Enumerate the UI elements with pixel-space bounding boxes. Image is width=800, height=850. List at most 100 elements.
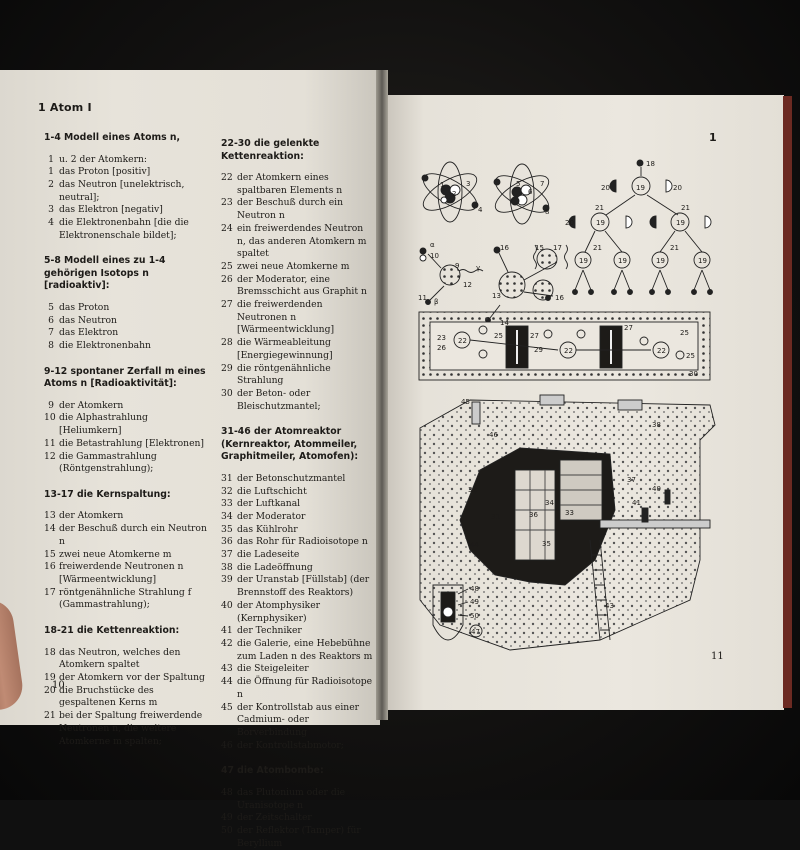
- item-text: der Kontrollstabmotor;: [237, 739, 344, 751]
- group-heading: 31-46 der Atomreaktor (Kernreaktor, Atom…: [221, 426, 359, 463]
- svg-text:β: β: [434, 298, 438, 306]
- svg-text:21: 21: [681, 204, 690, 212]
- svg-text:2: 2: [452, 190, 456, 198]
- svg-text:33: 33: [565, 509, 574, 517]
- item-text: zwei neue Atomkerne m: [59, 548, 172, 560]
- group-heading: 5-8 Modell eines zu 1-4 gehörigen Isotop…: [44, 255, 166, 292]
- item-number: 26: [221, 273, 233, 285]
- svg-text:5: 5: [516, 180, 520, 188]
- item-number: 12: [44, 450, 56, 462]
- item-number: 3: [48, 204, 54, 216]
- item-number: 48: [221, 786, 233, 798]
- item-number: 7: [48, 327, 54, 339]
- item-text: das Rohr für Radioisotope n: [237, 536, 368, 548]
- svg-text:36: 36: [529, 511, 538, 519]
- item-text: freiwerdende Neutronen n [Wärmeentwicklu…: [59, 561, 184, 585]
- svg-text:22: 22: [657, 347, 666, 355]
- svg-text:25: 25: [686, 352, 695, 360]
- svg-text:41: 41: [632, 499, 641, 507]
- list-item: 40 der Atomphysiker (Kernphysiker): [221, 600, 373, 625]
- item-text: der Atomkern: [59, 510, 124, 522]
- item-text: die Steigeleiter: [237, 663, 309, 675]
- svg-text:γ: γ: [476, 264, 480, 272]
- item-text: der Moderator: [237, 510, 306, 522]
- item-text: der Atomkern: [59, 399, 124, 411]
- svg-text:19: 19: [579, 257, 588, 265]
- item-number: 39: [221, 574, 233, 586]
- item-number: 44: [221, 676, 233, 688]
- page-number-left: 10: [52, 680, 65, 691]
- item-number: 33: [221, 498, 233, 510]
- svg-text:α: α: [430, 241, 435, 249]
- svg-text:19: 19: [618, 257, 627, 265]
- svg-text:10: 10: [430, 252, 439, 260]
- item-number: 29: [221, 362, 233, 374]
- svg-text:22: 22: [564, 347, 573, 355]
- item-number: 49: [221, 812, 233, 824]
- svg-text:8: 8: [545, 208, 549, 216]
- svg-text:22: 22: [458, 337, 467, 345]
- svg-text:15: 15: [535, 244, 544, 252]
- item-text: der Atomphysiker (Kernphysiker): [237, 599, 321, 624]
- item-text: die Alphastrahlung [Heliumkern]: [59, 412, 148, 437]
- list-item: 39 der Uranstab [Füllstab] (der Brennstof…: [221, 574, 373, 599]
- svg-text:27: 27: [530, 332, 539, 340]
- svg-text:6: 6: [528, 188, 533, 196]
- item-number: 40: [221, 599, 233, 611]
- svg-text:44: 44: [470, 541, 479, 549]
- svg-text:48: 48: [470, 585, 479, 593]
- item-number: 5: [48, 301, 54, 313]
- group-heading: 22-30 die gelenkte Kettenreaktion:: [221, 138, 320, 162]
- list-item: 36 das Rohr für Radioisotope n: [221, 536, 373, 549]
- group-heading: 9-12 spontaner Zerfall m eines Atoms n […: [44, 365, 206, 390]
- item-number: 28: [221, 337, 233, 349]
- item-text: die Galerie, eine Hebebühne zum Laden n …: [237, 638, 373, 662]
- svg-text:31: 31: [491, 513, 500, 521]
- svg-text:47: 47: [471, 628, 480, 636]
- item-text: der Uranstab [Füllstab] (der Brennstoff …: [237, 574, 370, 599]
- item-text: der Techniker: [237, 625, 302, 637]
- item-number: 37: [221, 549, 233, 561]
- item-number: 25: [221, 260, 233, 272]
- item-number: 14: [44, 523, 56, 535]
- svg-text:20: 20: [565, 219, 574, 227]
- item-number: 21: [44, 710, 56, 722]
- svg-text:43: 43: [605, 602, 614, 610]
- item-number: 18: [44, 646, 56, 658]
- svg-text:9: 9: [455, 262, 459, 270]
- svg-text:20: 20: [673, 184, 682, 192]
- item-number: 17: [44, 586, 56, 598]
- item-number: 8: [48, 340, 54, 352]
- atom-model-1: [421, 161, 479, 223]
- item-text: das Neutron [unelektrisch, neutral];: [59, 178, 185, 203]
- item-text: u. 2 der Atomkern:: [59, 153, 147, 165]
- item-number: 27: [221, 299, 233, 311]
- svg-text:19: 19: [596, 219, 605, 227]
- item-text: bei der Spaltung freiwerdende Neutronen …: [59, 710, 203, 747]
- item-number: 16: [44, 561, 56, 573]
- decay-diagram: [419, 247, 484, 305]
- item-number: 23: [221, 197, 233, 209]
- item-number: 36: [221, 536, 233, 548]
- svg-text:29: 29: [534, 346, 543, 354]
- svg-text:4: 4: [478, 206, 483, 214]
- item-number: 24: [221, 222, 233, 234]
